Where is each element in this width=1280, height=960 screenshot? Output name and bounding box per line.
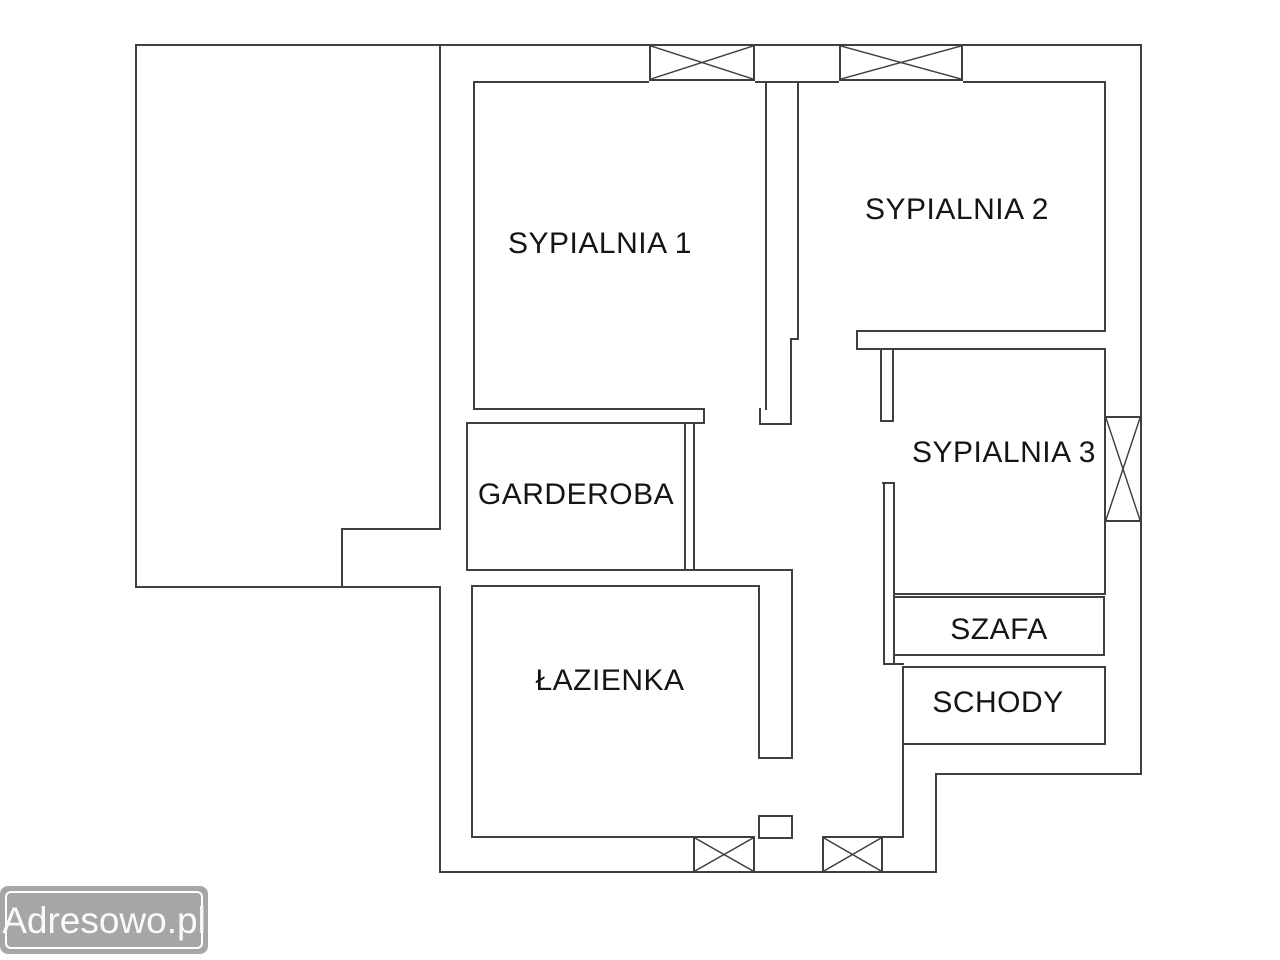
wall-segment [1104,666,1106,745]
wall-segment [135,44,1142,46]
wall-segment [473,408,705,410]
wall-segment [135,586,441,588]
wall-segment [893,593,1104,595]
wall-segment [880,420,894,422]
wall-segment [880,348,882,422]
room-label-sypialnia-3: SYPIALNIA 3 [912,436,1096,469]
wall-segment [882,482,895,484]
wall-segment [758,837,793,839]
wall-segment [341,528,441,530]
wall-segment [791,569,793,759]
wall-segment [135,44,137,588]
wall-segment [473,81,475,410]
wall-segment [797,81,799,340]
wall-segment [758,815,793,817]
wall-segment [758,815,760,839]
adresowo-watermark: Adresowo.pl [0,886,208,954]
wall-segment [902,743,1106,745]
wall-segment [935,773,937,873]
watermark-border [5,891,203,949]
window-icon [649,44,755,81]
wall-segment [790,338,792,425]
wall-segment [684,423,686,569]
wall-segment [1104,522,1106,595]
wall-segment [758,757,793,759]
window-icon [822,836,883,873]
room-label-garderoba: GARDEROBA [477,478,675,511]
window-icon [693,836,755,873]
wall-segment [902,666,904,838]
wall-segment [791,815,793,839]
room-label-sypialnia-2: SYPIALNIA 2 [865,193,1049,226]
wall-segment [790,338,799,340]
wall-segment [893,654,1105,656]
room-label-lazienka: ŁAZIENKA [535,664,685,697]
wall-segment [471,585,473,838]
room-label-szafa: SZAFA [950,613,1048,646]
window-icon [1104,416,1142,522]
wall-segment [471,836,695,838]
room-label-sypialnia-1: SYPIALNIA 1 [508,227,692,260]
wall-segment [1140,44,1142,775]
wall-segment [758,585,760,759]
wall-segment [893,596,1104,598]
watermark-text: Adresowo.pl [2,899,206,941]
wall-segment [473,81,649,83]
wall-segment [902,666,1106,668]
wall-segment [703,408,705,424]
wall-segment [439,871,937,873]
wall-segment [1104,348,1106,418]
wall-segment [935,773,1142,775]
wall-segment [893,482,895,665]
wall-segment [439,44,441,530]
wall-segment [759,423,792,425]
wall-segment [1104,81,1106,332]
wall-segment [963,81,1106,83]
wall-segment [466,422,705,424]
wall-segment [856,348,1104,350]
wall-segment [883,836,904,838]
wall-segment [439,586,441,873]
wall-segment [759,408,761,425]
wall-segment [765,81,767,410]
room-label-schody: SCHODY [932,686,1064,719]
wall-segment [883,482,885,665]
wall-segment [1103,596,1105,656]
wall-segment [856,330,858,350]
wall-segment [466,569,793,571]
wall-segment [892,348,894,422]
wall-segment [693,423,695,569]
window-icon [839,44,963,81]
wall-segment [856,330,1104,332]
wall-segment [341,528,343,588]
wall-segment [466,422,468,571]
wall-segment [471,585,760,587]
